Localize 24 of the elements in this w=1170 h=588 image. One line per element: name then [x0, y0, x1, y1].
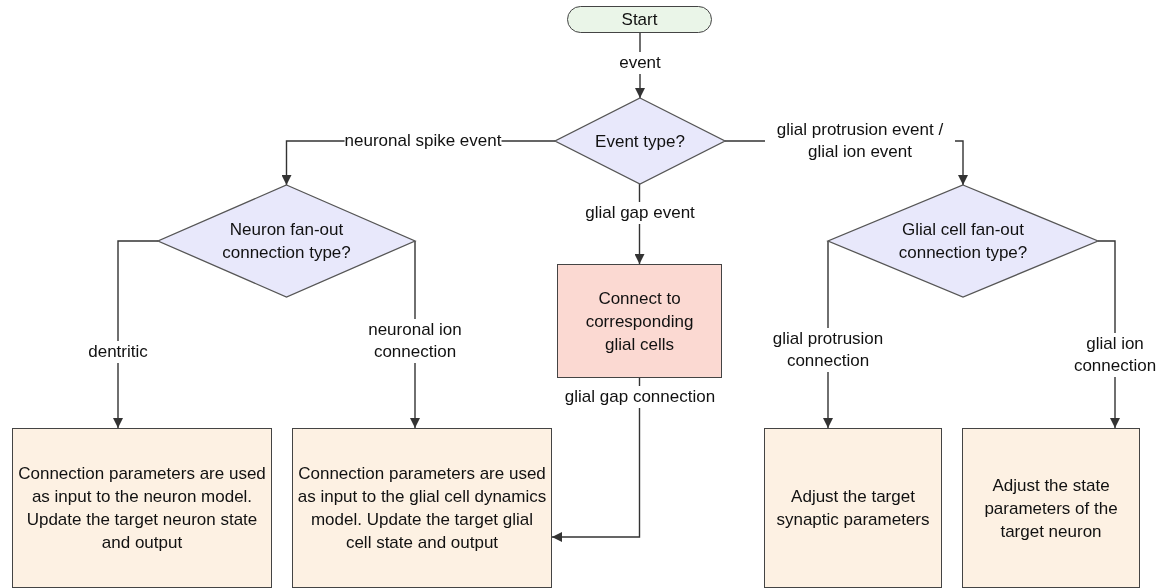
- decision-text: Glial cell fan-out connection type?: [897, 219, 1029, 264]
- decision-text: Event type?: [594, 130, 686, 153]
- result-box: [764, 428, 942, 588]
- box-text: Adjust the state parameters of the target neuron: [983, 474, 1119, 543]
- box-text: Connect to corresponding glial cells: [584, 287, 695, 356]
- decision-diamond: [158, 185, 415, 297]
- decision-diamond: [828, 185, 1098, 297]
- edge-label: dentritic: [88, 341, 148, 363]
- edge-label: event: [619, 52, 661, 74]
- result-box: [292, 428, 552, 588]
- box-text: Adjust the target synaptic parameters: [775, 486, 931, 531]
- result-box: [12, 428, 272, 588]
- decision-diamond: [555, 98, 725, 184]
- process-box: [557, 264, 722, 378]
- decision-text: Neuron fan-out connection type?: [221, 219, 352, 264]
- arrow: [551, 377, 641, 542]
- arrow: [113, 240, 159, 429]
- start-terminal: [567, 6, 712, 33]
- terminal-label: Start: [621, 9, 658, 31]
- edge-label: glial gap connection: [564, 386, 716, 408]
- box-text: Connection parameters are used as input to the neuron model. Update the target neuron state and output: [17, 463, 267, 554]
- edge-label: glial gap event: [585, 202, 695, 224]
- result-box: [962, 428, 1140, 588]
- box-text: Connection parameters are used as input to the glial cell dynamics model. Update the target glial cell state and output: [297, 463, 547, 554]
